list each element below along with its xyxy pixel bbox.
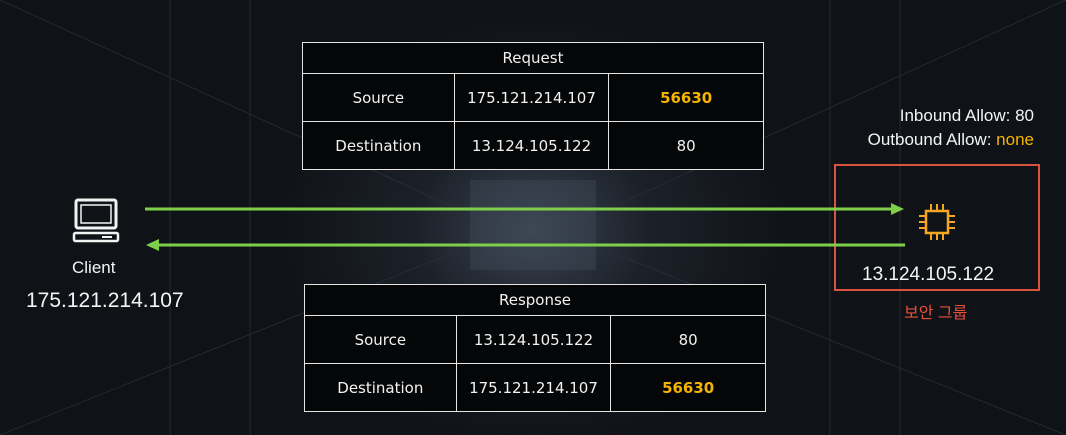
outbound-rule-label: Outbound Allow: [867,130,992,149]
ip-cell: 175.121.214.107 [453,73,610,122]
client-ip: 175.121.214.107 [26,289,184,312]
outbound-rule-value: none [996,130,1034,149]
inbound-rule-value: 80 [1015,106,1034,125]
table-row: Source 175.121.214.107 56630 [302,73,764,122]
computer-icon [72,198,120,243]
request-arrow-head [891,203,904,215]
row-label: Destination [302,121,455,170]
server-ip: 13.124.105.122 [862,264,995,285]
security-group-label: 보안 그룹 [904,305,968,322]
inbound-rule-label: Inbound Allow: [899,106,1011,125]
request-table: Request Source 175.121.214.107 56630 Des… [302,42,764,170]
row-label: Source [302,73,455,122]
port-cell: 56630 [610,363,766,412]
row-label: Source [304,315,457,364]
outbound-rule: Outbound Allow: none [868,130,1034,150]
ip-cell: 175.121.214.107 [455,363,612,412]
security-group-box [834,164,1040,291]
table-row: Source 13.124.105.122 80 [304,315,766,364]
table-row: Destination 175.121.214.107 56630 [304,363,766,412]
response-arrow-head [146,239,159,251]
table-row: Destination 13.124.105.122 80 [302,121,764,170]
port-cell: 80 [608,121,764,170]
chip-icon [919,204,955,240]
port-cell: 56630 [608,73,764,122]
ip-cell: 13.124.105.122 [453,121,610,170]
ip-cell: 13.124.105.122 [455,315,612,364]
port-cell: 80 [610,315,766,364]
inbound-rule: Inbound Allow: 80 [900,106,1034,126]
client-label: Client [72,258,116,277]
response-table: Response Source 13.124.105.122 80 Destin… [304,284,766,412]
